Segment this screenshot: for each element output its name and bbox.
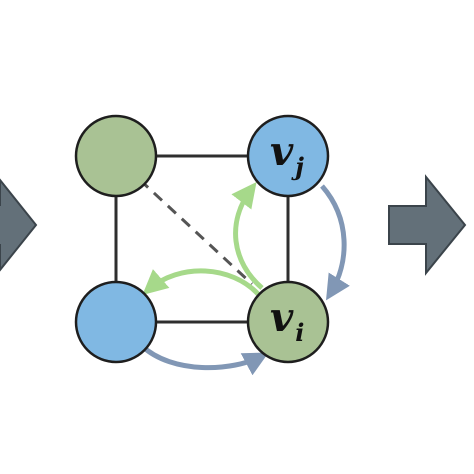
left-block-arrow [0, 178, 38, 272]
blue-arrow-vj-to-vi [320, 184, 350, 301]
node-bottom-left [74, 280, 158, 364]
right-block-arrow [388, 174, 467, 276]
edge-diagonal-dashed [138, 178, 254, 286]
node-vi [246, 280, 330, 364]
blue-arrow-bottom-left-to-vi [140, 344, 269, 376]
node-vj [246, 114, 330, 198]
green-arrow-to-bottom-left [142, 268, 260, 296]
green-arrow-to-vj [231, 182, 264, 290]
node-top-left [74, 114, 158, 198]
node-vj-label: vj [270, 128, 304, 181]
node-vi-label: vi [270, 294, 304, 347]
